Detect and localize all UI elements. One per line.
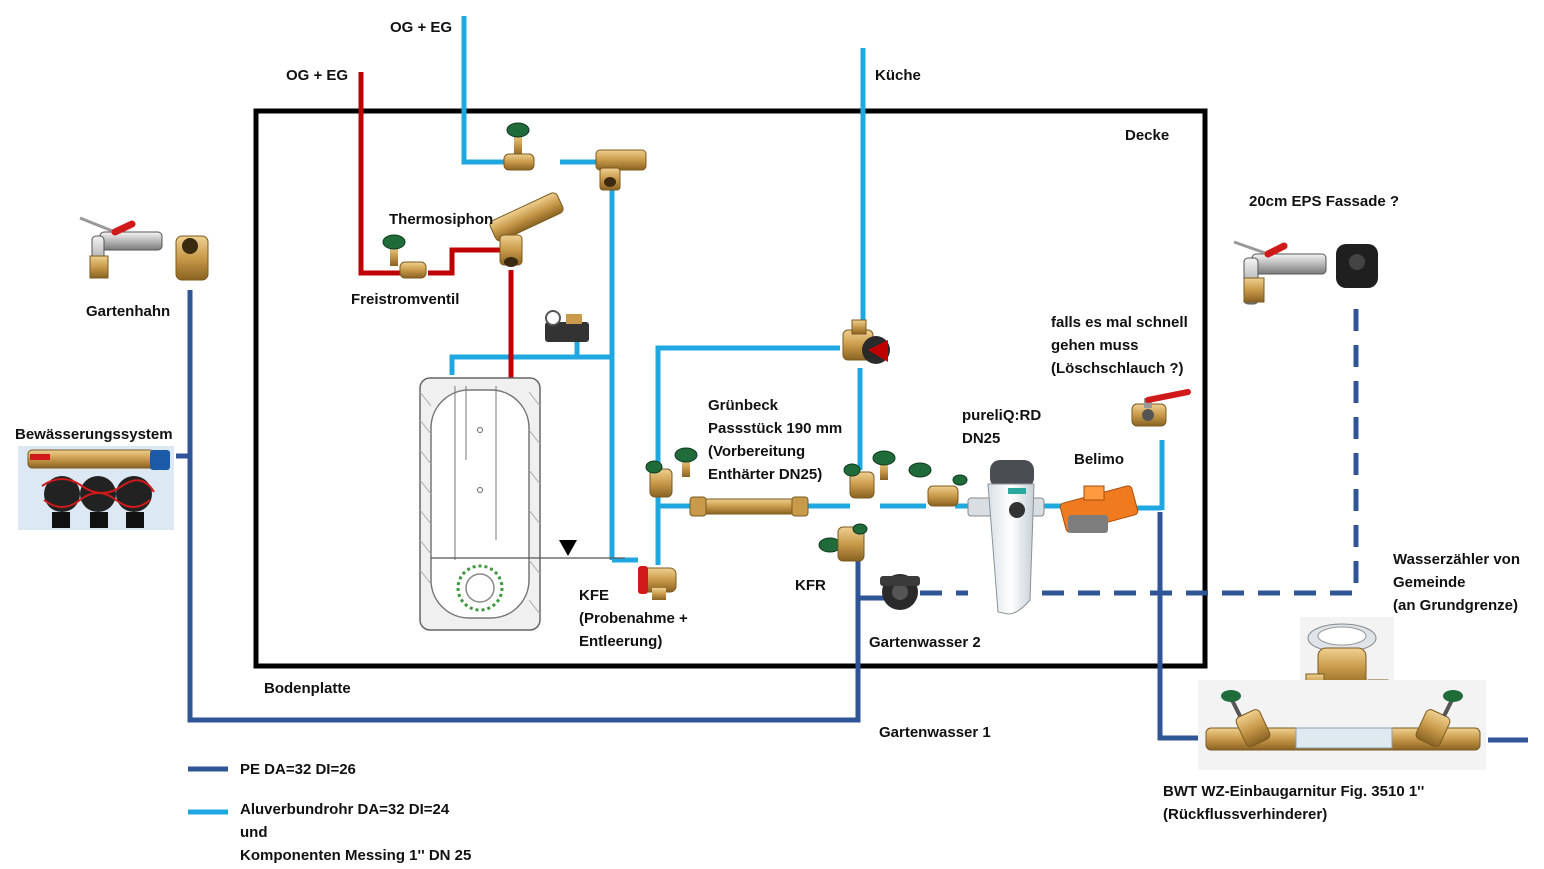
valve-left-kfe-side-icon xyxy=(645,447,698,498)
legend-pe-text: PE DA=32 DI=26 xyxy=(240,761,356,778)
alu-pipes xyxy=(188,16,1165,815)
label-bewaesserungssystem: Bewässerungssystem xyxy=(15,426,173,443)
mixing-valve-icon xyxy=(842,319,890,364)
bwt-installation-set-icon xyxy=(1198,680,1486,770)
label-gruenbeck: Grünbeck Passstück 190 mm (Vorbereitung … xyxy=(708,397,843,483)
water-level-marker xyxy=(559,540,577,556)
kfr-valve-icon xyxy=(818,523,868,562)
label-kfr: KFR xyxy=(795,577,826,594)
outdoor-tap-icon xyxy=(1233,240,1327,305)
label-gartenhahn: Gartenhahn xyxy=(86,303,171,320)
kfe-tap-icon xyxy=(638,566,677,600)
facade-mount-icon xyxy=(1336,244,1378,288)
pressure-gauge-icon xyxy=(545,310,589,342)
label-bodenplatte: Bodenplatte xyxy=(264,680,351,697)
hot-pipes xyxy=(358,72,514,378)
valve-right-icon xyxy=(908,462,968,507)
label-kueche: Küche xyxy=(875,67,921,84)
label-pureliq: pureliQ:RD DN25 xyxy=(962,407,1042,447)
label-decke: Decke xyxy=(1125,127,1170,144)
ball-valve-icon xyxy=(1131,389,1191,427)
storage-tank xyxy=(419,377,625,631)
irrigation-system-icon xyxy=(18,446,174,530)
legend-alu-text: Aluverbundrohr DA=32 DI=24 und Komponent… xyxy=(240,801,472,864)
gartenhahn-elbow-icon xyxy=(175,235,209,281)
valve-og-eg-icon xyxy=(503,122,535,171)
valve-center-icon xyxy=(843,450,896,499)
gruenbeck-fitting-icon xyxy=(689,496,809,517)
label-fire-hose: falls es mal schnell gehen muss (Löschsc… xyxy=(1051,314,1188,377)
label-belimo: Belimo xyxy=(1074,451,1125,468)
label-eps-facade: 20cm EPS Fassade ? xyxy=(1249,193,1400,210)
label-gartenwasser-1: Gartenwasser 1 xyxy=(879,724,991,741)
thermosiphon-manifold-icon xyxy=(489,192,564,267)
pe-pipes xyxy=(176,290,1528,772)
freistromventil-icon xyxy=(382,234,427,279)
label-thermosiphon: Thermosiphon xyxy=(389,211,494,228)
label-wasserzaehler: Wasserzähler von Gemeinde (an Grundgrenz… xyxy=(1393,551,1520,614)
label-kfe: KFE (Probenahme + Entleerung) xyxy=(579,587,688,650)
gartenhahn-tap-icon xyxy=(79,216,163,279)
pe-pipes-dashed xyxy=(920,295,1359,596)
belimo-actuator-icon xyxy=(1059,485,1139,533)
label-gartenwasser-2: Gartenwasser 2 xyxy=(869,634,981,651)
building-outline xyxy=(253,108,1208,669)
label-freistromventil: Freistromventil xyxy=(351,291,460,308)
cold-manifold-icon xyxy=(595,149,647,191)
pureliq-filter-icon xyxy=(967,460,1045,615)
label-og-eg-cold: OG + EG xyxy=(390,19,453,36)
label-bwt: BWT WZ-Einbaugarnitur Fig. 3510 1'' (Rüc… xyxy=(1163,783,1425,823)
label-og-eg-hot: OG + EG xyxy=(286,67,349,84)
gartenwasser2-connector-icon xyxy=(880,574,920,610)
